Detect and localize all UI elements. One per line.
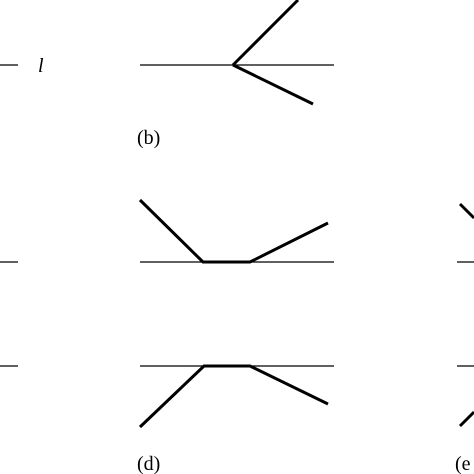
panel-b: (b)	[137, 0, 334, 149]
panel-d-caption: (d)	[137, 453, 160, 474]
panel-d-lower: (d)	[137, 364, 334, 474]
panel-a: l	[0, 55, 44, 77]
panel-c	[0, 261, 18, 367]
panel-e-branch-lower	[458, 410, 474, 428]
panel-d-lower-path	[138, 364, 329, 429]
line-l-label: l	[38, 55, 44, 77]
panel-b-branch-down	[232, 63, 314, 106]
panel-e: (e	[455, 202, 474, 474]
panel-b-branch-up	[231, 0, 300, 67]
panel-d-upper	[138, 198, 334, 264]
panel-e-branch-upper	[458, 202, 474, 220]
panel-b-caption: (b)	[137, 127, 160, 149]
panel-e-caption: (e	[455, 453, 471, 474]
panel-d-upper-path	[138, 198, 329, 264]
